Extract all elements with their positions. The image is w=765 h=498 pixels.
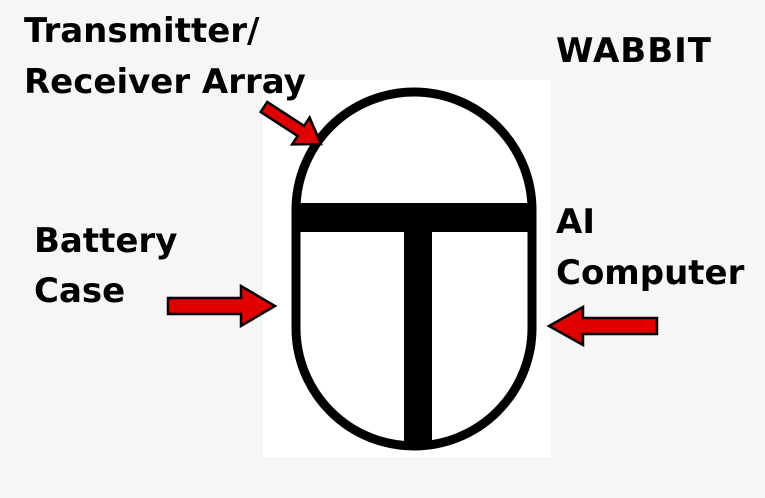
t-stem — [404, 232, 432, 444]
ai-computer-label-line1: AI — [556, 202, 595, 242]
transmitter-label-line2: Receiver Array — [24, 62, 306, 102]
ai-computer-arrow — [546, 304, 659, 348]
t-crossbar — [296, 203, 532, 232]
transmitter-label-line1: Transmitter/ — [24, 11, 260, 51]
transmitter-arrow — [258, 100, 323, 146]
ai-computer-label-line2: Computer — [556, 253, 745, 293]
battery-arrow — [166, 283, 278, 329]
diagram-title: WABBIT — [556, 31, 712, 71]
battery-label-line1: Battery — [34, 221, 178, 261]
battery-label-line2: Case — [34, 271, 126, 311]
